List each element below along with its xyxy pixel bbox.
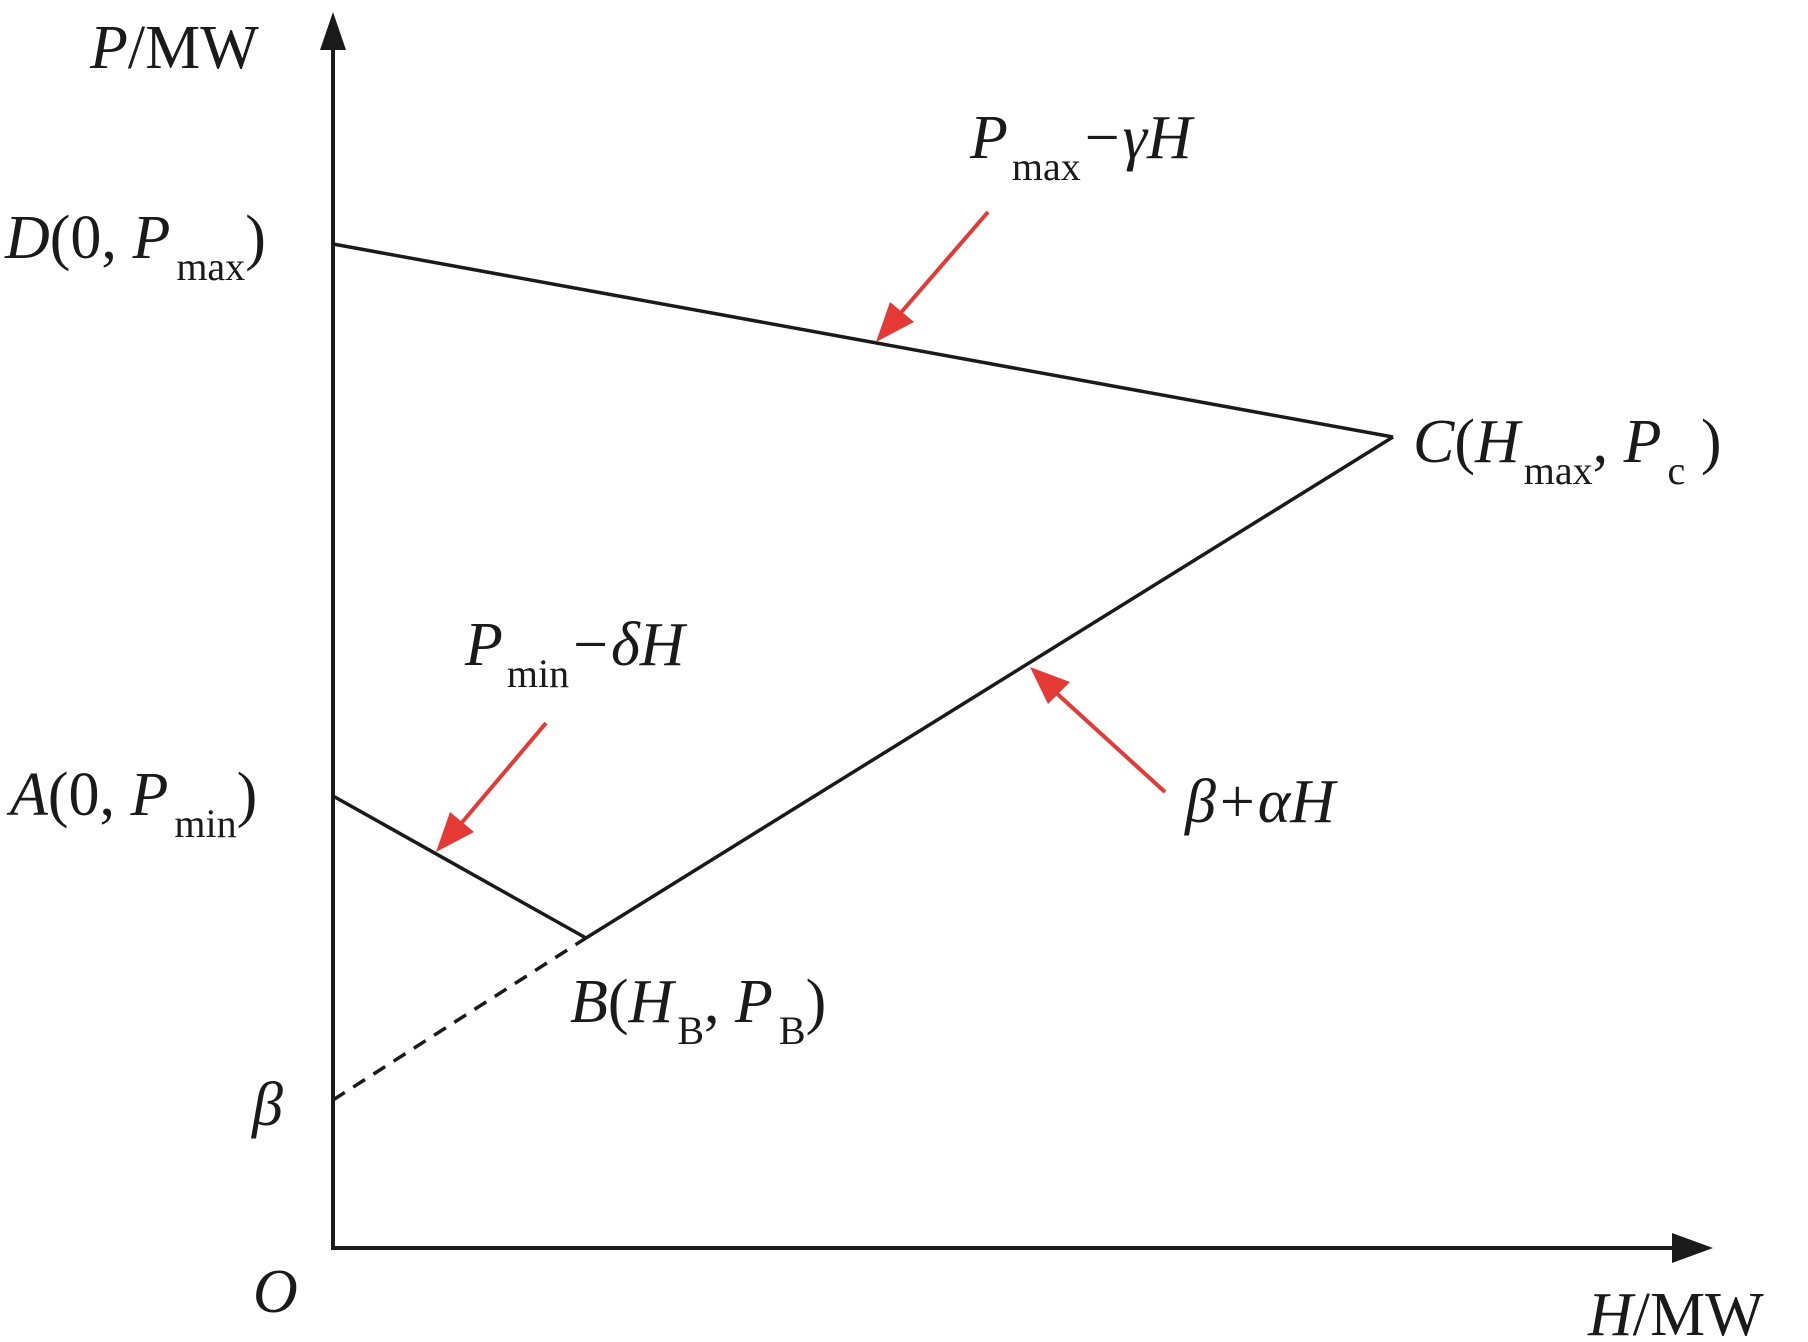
y-axis-arrowhead	[320, 12, 346, 50]
dashed-extension-beta-to-b	[332, 936, 587, 1102]
annotation-arrowhead-top	[876, 302, 914, 342]
y-axis-label: P/MW	[89, 14, 259, 82]
x-axis-arrowhead	[1672, 1233, 1713, 1263]
annotation-arrow-right	[1051, 688, 1167, 794]
line-d-to-c	[332, 242, 1394, 439]
annotation-arrowhead-right	[1030, 667, 1070, 704]
x-axis-label: H/MW	[1587, 1281, 1764, 1342]
origin-label: O	[253, 1258, 298, 1326]
line-a-to-b	[332, 794, 587, 940]
annotation-arrow-top	[896, 210, 990, 318]
line-b-to-c	[585, 435, 1394, 940]
annotation-arrowhead-left	[436, 812, 474, 852]
annotation-arrow-left	[457, 721, 548, 828]
formula-right-label: β+αH	[1184, 768, 1338, 836]
beta-intercept-label: β	[251, 1071, 283, 1139]
